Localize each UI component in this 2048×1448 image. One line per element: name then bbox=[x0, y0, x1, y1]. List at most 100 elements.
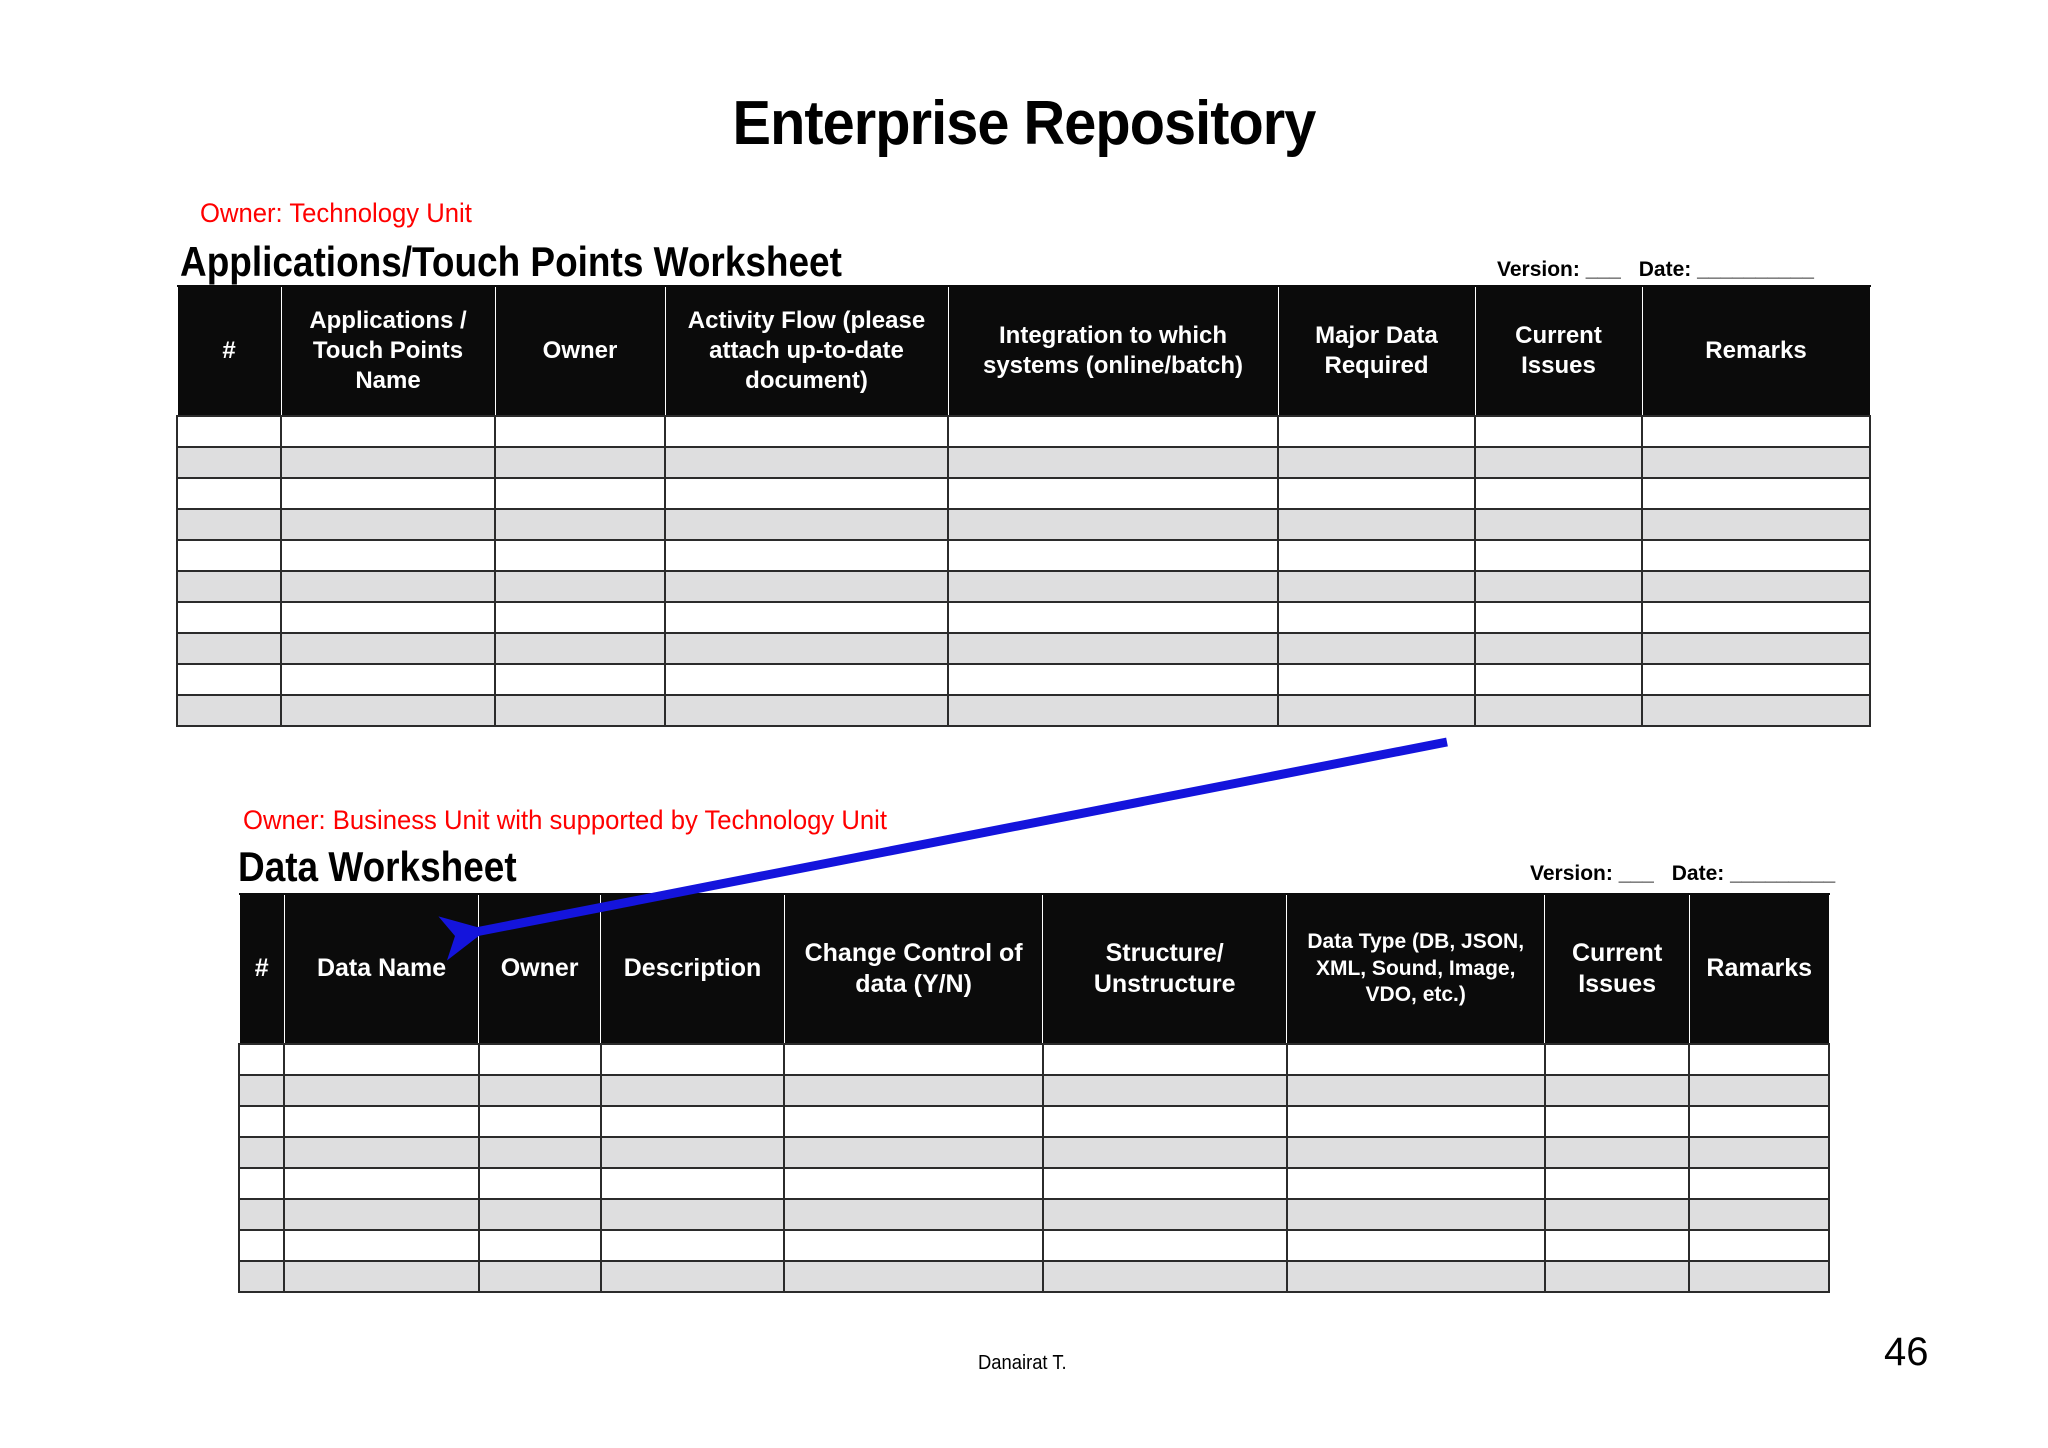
table-cell[interactable] bbox=[494, 477, 666, 510]
table-cell[interactable] bbox=[283, 1260, 480, 1293]
apps-col-major-data[interactable]: Major Data Required bbox=[1277, 285, 1476, 417]
table-cell[interactable] bbox=[1474, 632, 1643, 665]
table-cell[interactable] bbox=[283, 1074, 480, 1107]
apps-col-owner[interactable]: Owner bbox=[494, 285, 666, 417]
table-row[interactable] bbox=[176, 570, 1871, 603]
table-cell[interactable] bbox=[176, 632, 282, 665]
table-cell[interactable] bbox=[1285, 1229, 1546, 1262]
table-cell[interactable] bbox=[1277, 663, 1476, 696]
table-cell[interactable] bbox=[783, 1074, 1044, 1107]
applications-touch-points-table[interactable]: # Applications / Touch Points Name Owner… bbox=[176, 285, 1871, 727]
table-cell[interactable] bbox=[1285, 1167, 1546, 1200]
table-cell[interactable] bbox=[176, 663, 282, 696]
table-cell[interactable] bbox=[1041, 1229, 1288, 1262]
apps-date-value[interactable]: __________ bbox=[1697, 258, 1814, 281]
table-cell[interactable] bbox=[783, 1136, 1044, 1169]
table-cell[interactable] bbox=[1041, 1105, 1288, 1138]
table-cell[interactable] bbox=[176, 508, 282, 541]
table-cell[interactable] bbox=[947, 508, 1279, 541]
table-cell[interactable] bbox=[1543, 1260, 1691, 1293]
table-cell[interactable] bbox=[1688, 1074, 1830, 1107]
table-cell[interactable] bbox=[280, 477, 496, 510]
table-cell[interactable] bbox=[237, 1043, 286, 1076]
table-cell[interactable] bbox=[1277, 446, 1476, 479]
table-cell[interactable] bbox=[1688, 1198, 1830, 1231]
table-cell[interactable] bbox=[237, 1167, 286, 1200]
data-date-value[interactable]: _________ bbox=[1730, 862, 1836, 885]
data-col-change-control[interactable]: Change Control of data (Y/N) bbox=[783, 893, 1044, 1045]
table-cell[interactable] bbox=[176, 415, 282, 448]
table-cell[interactable] bbox=[1543, 1043, 1691, 1076]
table-cell[interactable] bbox=[1641, 601, 1871, 634]
table-cell[interactable] bbox=[1285, 1198, 1546, 1231]
table-cell[interactable] bbox=[1474, 415, 1643, 448]
data-col-owner[interactable]: Owner bbox=[478, 893, 602, 1045]
table-cell[interactable] bbox=[477, 1260, 602, 1293]
table-cell[interactable] bbox=[176, 477, 282, 510]
table-cell[interactable] bbox=[1474, 508, 1643, 541]
table-cell[interactable] bbox=[1641, 446, 1871, 479]
table-cell[interactable] bbox=[280, 601, 496, 634]
table-cell[interactable] bbox=[1543, 1198, 1691, 1231]
data-table-body[interactable] bbox=[237, 1043, 1830, 1293]
table-cell[interactable] bbox=[283, 1229, 480, 1262]
table-row[interactable] bbox=[176, 694, 1871, 727]
table-cell[interactable] bbox=[237, 1260, 286, 1293]
table-cell[interactable] bbox=[1277, 477, 1476, 510]
table-cell[interactable] bbox=[283, 1167, 480, 1200]
table-cell[interactable] bbox=[1688, 1105, 1830, 1138]
table-cell[interactable] bbox=[1474, 570, 1643, 603]
table-cell[interactable] bbox=[783, 1260, 1044, 1293]
table-cell[interactable] bbox=[1041, 1136, 1288, 1169]
data-version-value[interactable]: ___ bbox=[1618, 862, 1654, 885]
table-cell[interactable] bbox=[1641, 415, 1871, 448]
table-cell[interactable] bbox=[947, 539, 1279, 572]
table-cell[interactable] bbox=[1641, 663, 1871, 696]
table-cell[interactable] bbox=[1641, 694, 1871, 727]
table-cell[interactable] bbox=[280, 415, 496, 448]
table-cell[interactable] bbox=[280, 446, 496, 479]
table-cell[interactable] bbox=[280, 570, 496, 603]
table-cell[interactable] bbox=[494, 632, 666, 665]
table-cell[interactable] bbox=[1041, 1043, 1288, 1076]
table-cell[interactable] bbox=[947, 601, 1279, 634]
apps-col-app-name[interactable]: Applications / Touch Points Name bbox=[280, 285, 496, 417]
table-row[interactable] bbox=[176, 477, 1871, 510]
table-row[interactable] bbox=[176, 446, 1871, 479]
apps-col-number[interactable]: # bbox=[176, 285, 282, 417]
table-cell[interactable] bbox=[237, 1105, 286, 1138]
table-cell[interactable] bbox=[1543, 1105, 1691, 1138]
table-cell[interactable] bbox=[947, 477, 1279, 510]
table-cell[interactable] bbox=[664, 632, 949, 665]
table-cell[interactable] bbox=[1688, 1136, 1830, 1169]
table-cell[interactable] bbox=[477, 1074, 602, 1107]
table-cell[interactable] bbox=[1474, 446, 1643, 479]
table-cell[interactable] bbox=[1041, 1167, 1288, 1200]
table-cell[interactable] bbox=[1277, 694, 1476, 727]
table-cell[interactable] bbox=[283, 1136, 480, 1169]
table-cell[interactable] bbox=[1543, 1074, 1691, 1107]
table-row[interactable] bbox=[176, 539, 1871, 572]
table-cell[interactable] bbox=[599, 1074, 786, 1107]
table-cell[interactable] bbox=[1641, 477, 1871, 510]
table-cell[interactable] bbox=[947, 415, 1279, 448]
table-cell[interactable] bbox=[1474, 477, 1643, 510]
table-cell[interactable] bbox=[1474, 694, 1643, 727]
table-cell[interactable] bbox=[280, 632, 496, 665]
table-cell[interactable] bbox=[783, 1198, 1044, 1231]
table-cell[interactable] bbox=[947, 663, 1279, 696]
table-cell[interactable] bbox=[1285, 1105, 1546, 1138]
table-cell[interactable] bbox=[477, 1198, 602, 1231]
table-cell[interactable] bbox=[947, 570, 1279, 603]
table-cell[interactable] bbox=[283, 1105, 480, 1138]
table-cell[interactable] bbox=[176, 601, 282, 634]
table-cell[interactable] bbox=[1543, 1229, 1691, 1262]
table-cell[interactable] bbox=[664, 508, 949, 541]
table-cell[interactable] bbox=[494, 570, 666, 603]
table-cell[interactable] bbox=[1641, 508, 1871, 541]
table-cell[interactable] bbox=[599, 1167, 786, 1200]
table-cell[interactable] bbox=[664, 446, 949, 479]
table-cell[interactable] bbox=[1543, 1136, 1691, 1169]
table-cell[interactable] bbox=[1474, 663, 1643, 696]
table-cell[interactable] bbox=[176, 539, 282, 572]
